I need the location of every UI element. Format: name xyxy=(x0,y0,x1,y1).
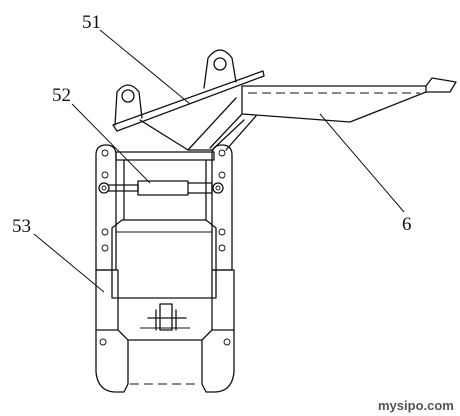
leader-52 xyxy=(71,103,151,184)
extension-arm-6 xyxy=(209,77,457,151)
side-rail-left xyxy=(95,144,117,271)
mounting-lug-left xyxy=(114,84,143,126)
leader-53 xyxy=(33,233,105,293)
central-body xyxy=(111,219,217,299)
inclined-plate-51 xyxy=(112,70,265,151)
mounting-lug-right xyxy=(203,49,237,89)
top-crossbar xyxy=(115,151,215,161)
watermark-text: mysipo.com xyxy=(378,398,454,413)
leader-51 xyxy=(99,29,191,105)
label-51: 51 xyxy=(82,12,101,33)
label-53: 53 xyxy=(12,216,31,237)
lower-jaw xyxy=(140,303,190,331)
cylinder-52 xyxy=(98,180,224,196)
label-6: 6 xyxy=(402,214,412,235)
side-rail-right xyxy=(211,144,233,271)
leader-6 xyxy=(319,113,405,213)
label-52: 52 xyxy=(52,85,71,106)
lower-clamp xyxy=(95,269,235,393)
